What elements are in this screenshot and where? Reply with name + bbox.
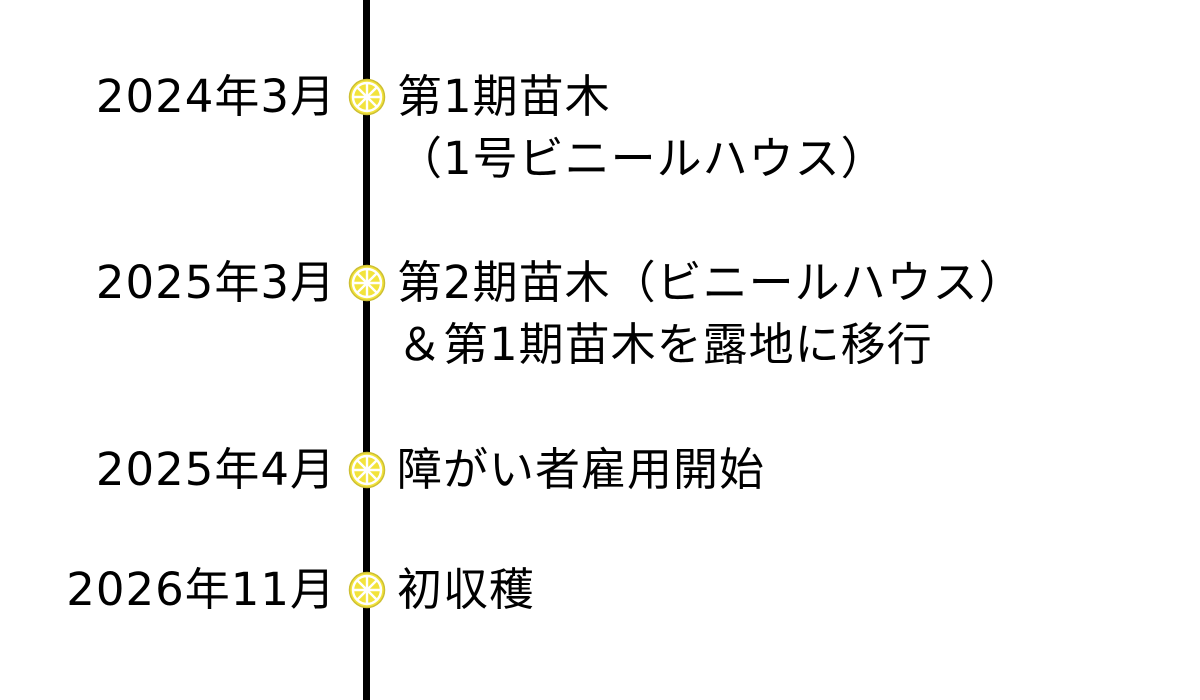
event-text: 初収穫 (397, 559, 1200, 621)
event-line: 第2期苗木（ビニールハウス） (397, 256, 1025, 309)
event-line: 第1期苗木 (397, 70, 611, 123)
event-date: 2025年4月 (95, 443, 336, 496)
event-date: 2025年3月 (95, 256, 336, 309)
event-text: 第1期苗木 （1号ビニールハウス） (397, 66, 1200, 190)
lemon-icon (336, 252, 397, 302)
event-line: ＆第1期苗木を露地に移行 (397, 318, 933, 371)
lemon-icon (336, 66, 397, 116)
event-text: 障がい者雇用開始 (397, 439, 1200, 501)
event-text: 第2期苗木（ビニールハウス） ＆第1期苗木を露地に移行 (397, 252, 1200, 376)
event-line: 初収穫 (397, 563, 536, 616)
timeline-axis-line (363, 0, 370, 700)
lemon-icon (336, 439, 397, 489)
timeline-event: 2026年11月 初収穫 (0, 559, 1200, 621)
lemon-icon (336, 559, 397, 609)
event-date: 2026年11月 (66, 563, 336, 616)
event-line: （1号ビニールハウス） (397, 132, 887, 185)
event-date: 2024年3月 (95, 70, 336, 123)
timeline-event: 2025年4月 障がい者雇用開始 (0, 439, 1200, 501)
timeline-event: 2025年3月 第2期苗木（ビニールハウス） ＆第1期苗木を露地に移行 (0, 252, 1200, 376)
event-line: 障がい者雇用開始 (397, 443, 766, 496)
timeline-event: 2024年3月 第1期苗木 （1号ビニールハウス） (0, 66, 1200, 190)
